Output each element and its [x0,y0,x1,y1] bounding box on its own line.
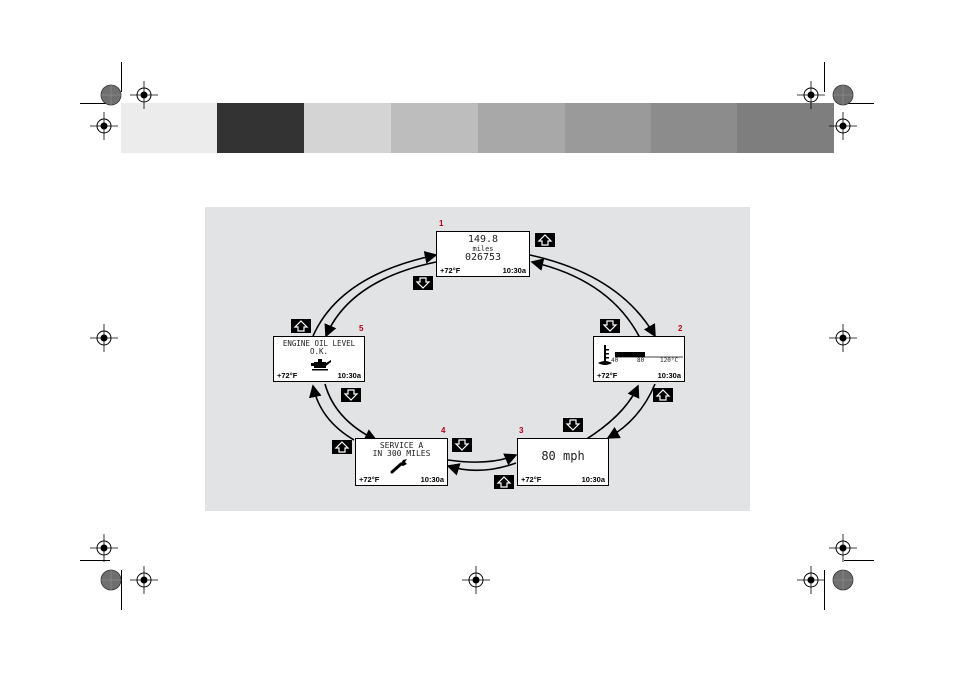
clock: 10:30a [582,475,605,484]
down-button-2[interactable] [600,319,620,333]
speed-unit: mph [563,449,585,463]
up-arrow-icon [494,475,514,489]
up-button-5[interactable] [291,319,311,333]
clock: 10:30a [421,475,444,484]
up-arrow-icon [653,388,673,402]
gauge-scale-mid: 80 [637,357,644,364]
speed-readout: 80 mph [518,449,608,463]
outside-temp: +72°F [277,371,297,380]
oil-level-status: O.K. [274,347,364,356]
up-button-3[interactable] [494,475,514,489]
outside-temp: +72°F [359,475,379,484]
odometer: 026753 [437,252,529,263]
down-button-4[interactable] [452,438,472,452]
thermometer-icon [598,345,612,365]
display-screen-4: SERVICE A IN 300 MILES +72°F 10:30a [355,438,448,486]
down-arrow-icon [600,319,620,333]
outside-temp: +72°F [521,475,541,484]
clock: 10:30a [503,266,526,275]
display-screen-5: ENGINE OIL LEVEL O.K. +72°F 10:30a [273,336,365,382]
up-arrow-icon [332,440,352,454]
oil-can-icon [310,357,332,371]
arrow-3-to-4 [448,463,516,470]
screen-number-4: 4 [441,426,445,435]
down-arrow-icon [341,388,361,402]
up-button-1[interactable] [535,233,555,247]
down-button-5[interactable] [341,388,361,402]
screen-number-1: 1 [439,219,443,228]
up-button-2[interactable] [653,388,673,402]
up-button-4[interactable] [332,440,352,454]
trip-distance: 149.8 [437,234,529,245]
down-arrow-icon [563,418,583,432]
clock: 10:30a [338,371,361,380]
display-screen-1: 149.8 miles 026753 +72°F 10:30a [436,231,530,277]
up-arrow-icon [535,233,555,247]
service-distance: IN 300 MILES [356,449,447,458]
down-arrow-icon [413,276,433,290]
outside-temp: +72°F [440,266,460,275]
arrow-2-to-3 [608,384,655,438]
screen-number-5: 5 [359,324,363,333]
down-button-3[interactable] [563,418,583,432]
clock: 10:30a [658,371,681,380]
wrench-icon [390,458,410,474]
down-button-1[interactable] [413,276,433,290]
up-arrow-icon [291,319,311,333]
outside-temp: +72°F [597,371,617,380]
arrow-4-to-3 [448,455,516,462]
arrow-3-to-2 [585,386,638,440]
speed-value: 80 [541,449,555,463]
screen-number-2: 2 [678,324,682,333]
gauge-scale-high: 120°C [660,357,678,364]
coolant-gauge [595,341,685,371]
down-arrow-icon [452,438,472,452]
display-screen-2: 40 80 120°C +72°F 10:30a [593,336,685,382]
display-screen-3: 80 mph +72°F 10:30a [517,438,609,486]
gauge-scale-low: 40 [611,357,618,364]
screen-number-3: 3 [519,426,523,435]
